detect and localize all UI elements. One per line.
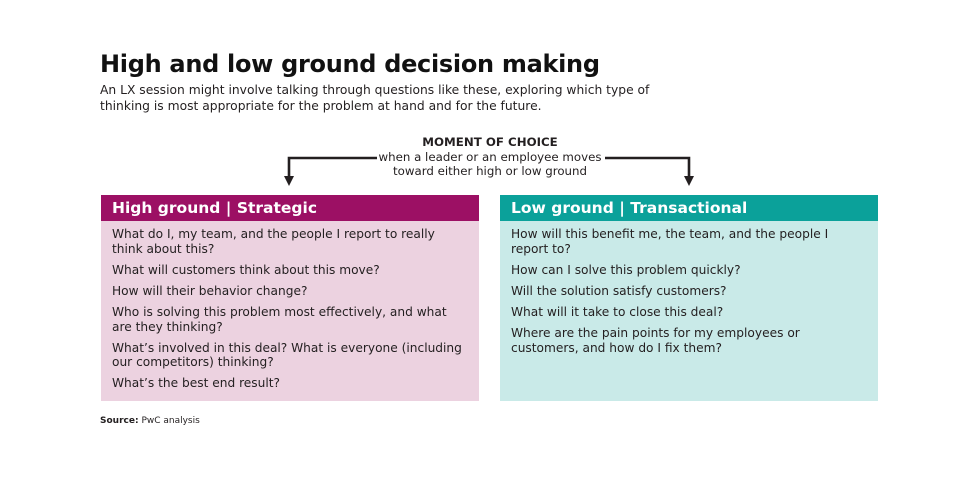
right-connector-arrow: [605, 156, 691, 178]
source-label: Source:: [100, 416, 139, 426]
right-arrowhead-icon: [684, 176, 694, 186]
page-subtitle: An LX session might involve talking thro…: [100, 83, 650, 113]
page-title: High and low ground decision making: [100, 50, 600, 78]
high-ground-question-list: What do I, my team, and the people I rep…: [101, 221, 479, 391]
high-ground-question: How will their behavior change?: [112, 283, 308, 298]
low-ground-question: Where are the pain points for my employe…: [511, 325, 800, 355]
moment-of-choice-label: MOMENT OF CHOICE when a leader or an emp…: [340, 135, 640, 179]
high-ground-question: What’s the best end result?: [112, 376, 281, 391]
low-ground-question: What will it take to close this deal?: [511, 304, 724, 319]
low-ground-question: Will the solution satisfy customers?: [511, 283, 727, 298]
high-ground-question: Who is solving this problem most effecti…: [112, 304, 447, 334]
high-ground-header: High ground | Strategic: [101, 195, 479, 221]
high-ground-panel: High ground | Strategic What do I, my te…: [101, 195, 479, 401]
left-arrowhead-icon: [284, 176, 294, 186]
low-ground-header: Low ground | Transactional: [500, 195, 878, 221]
source-note: Source: PwC analysis: [100, 416, 200, 426]
low-ground-question-list: How will this benefit me, the team, and …: [500, 221, 878, 355]
moment-of-choice-heading: MOMENT OF CHOICE: [422, 135, 558, 149]
low-ground-question: How can I solve this problem quickly?: [511, 262, 741, 277]
low-ground-panel: Low ground | Transactional How will this…: [500, 195, 878, 401]
high-ground-question: What will customers think about this mov…: [112, 262, 380, 277]
high-ground-question: What’s involved in this deal? What is ev…: [112, 340, 462, 370]
moment-of-choice-line-1: when a leader or an employee moves: [378, 149, 602, 164]
high-ground-question: What do I, my team, and the people I rep…: [112, 227, 435, 256]
low-ground-question: How will this benefit me, the team, and …: [511, 227, 829, 256]
source-text: PwC analysis: [141, 416, 200, 426]
left-connector-arrow: [287, 156, 377, 178]
moment-of-choice-line-2: toward either high or low ground: [392, 164, 587, 178]
